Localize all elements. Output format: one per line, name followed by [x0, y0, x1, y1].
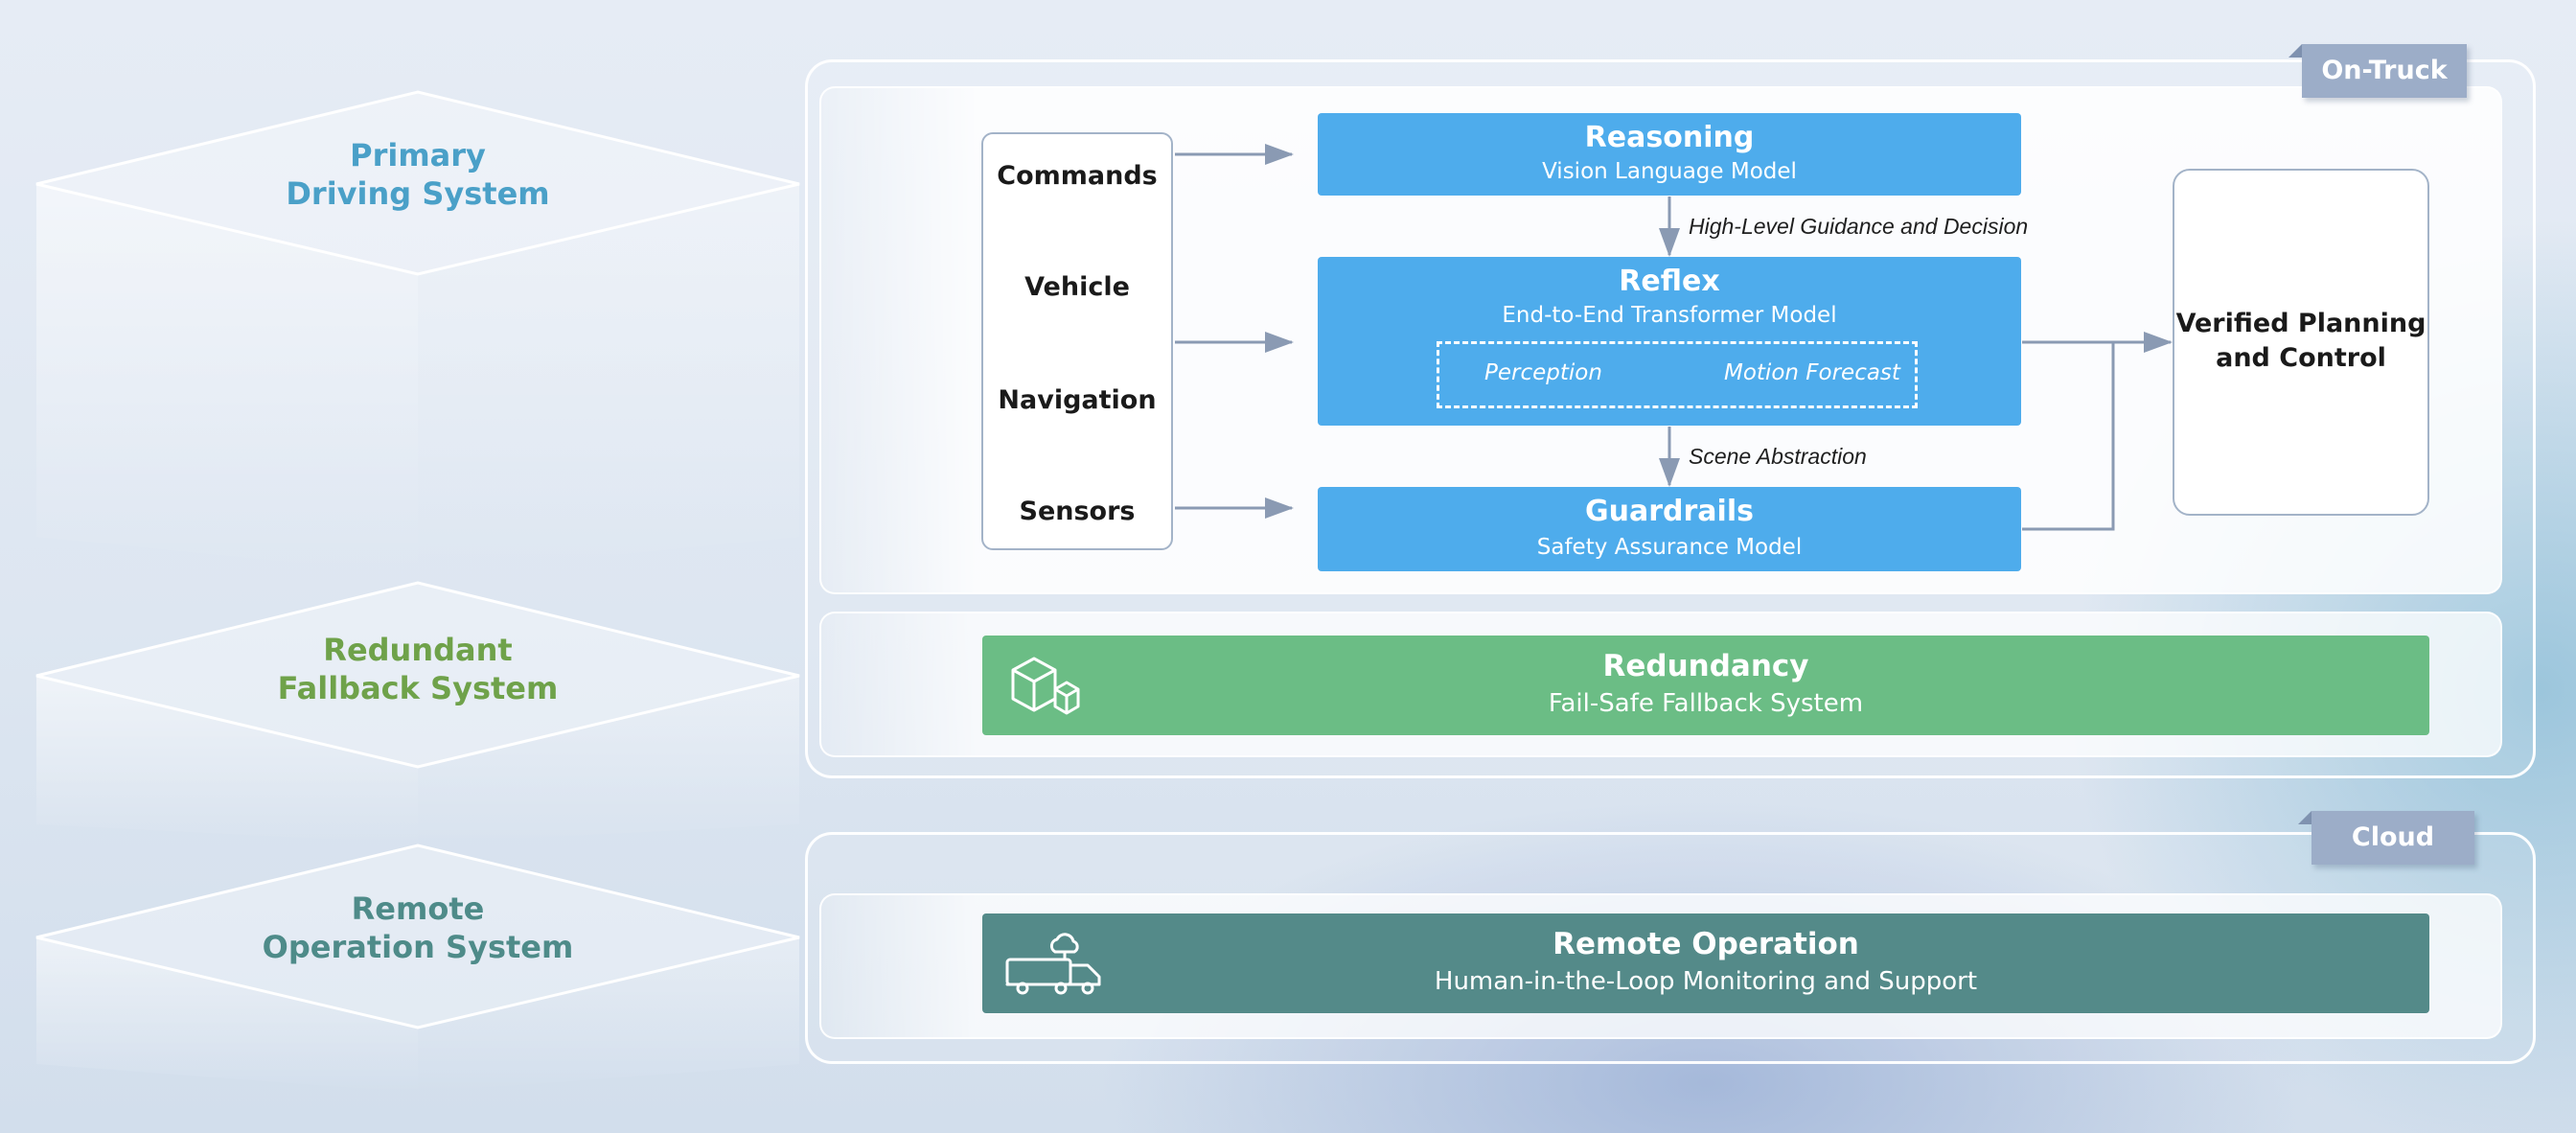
remote-title: Remote Operation: [1552, 927, 1859, 961]
edge-label-guidance: High-Level Guidance and Decision: [1689, 214, 2029, 239]
redundancy-bar: Redundancy Fail-Safe Fallback System: [982, 636, 2429, 735]
input-vehicle: Vehicle: [1024, 272, 1130, 302]
output-line1: Verified Planning: [2175, 309, 2426, 338]
reflex-box: Reflex End-to-End Transformer Model Perc…: [1318, 257, 2021, 426]
reasoning-subtitle: Vision Language Model: [1542, 159, 1797, 184]
layer-label-primary: Primary Driving System: [207, 136, 629, 213]
layer-label-remote: Remote Operation System: [207, 890, 629, 966]
layer-label-line2: Operation System: [262, 929, 574, 965]
reflex-subtitle: End-to-End Transformer Model: [1502, 303, 1837, 328]
module-motion-forecast: Motion Forecast: [1724, 360, 1900, 385]
cloud-tag: Cloud: [2312, 811, 2474, 865]
remote-operation-bar: Remote Operation Human-in-the-Loop Monit…: [982, 913, 2429, 1013]
redundancy-subtitle: Fail-Safe Fallback System: [1548, 689, 1864, 718]
input-sensors: Sensors: [1019, 497, 1136, 526]
reasoning-box: Reasoning Vision Language Model: [1318, 113, 2021, 196]
inputs-box: [981, 132, 1173, 550]
on-truck-tag: On-Truck: [2302, 44, 2467, 98]
guardrails-box: Guardrails Safety Assurance Model: [1318, 487, 2021, 571]
remote-subtitle: Human-in-the-Loop Monitoring and Support: [1434, 967, 1978, 996]
prism-remote: [34, 844, 801, 1093]
tag-fold: [2288, 44, 2302, 58]
truck-cloud-icon: [1005, 933, 1101, 995]
layer-label-line1: Remote: [351, 890, 485, 927]
reflex-modules-group: [1437, 341, 1918, 408]
module-perception: Perception: [1484, 360, 1602, 385]
input-navigation: Navigation: [998, 385, 1157, 415]
reasoning-title: Reasoning: [1584, 121, 1755, 154]
layer-label-line2: Driving System: [286, 175, 550, 212]
redundancy-title: Redundancy: [1602, 649, 1809, 683]
prism-primary: [34, 90, 801, 575]
layer-label-line2: Fallback System: [277, 670, 559, 706]
edge-label-scene: Scene Abstraction: [1689, 444, 1867, 469]
output-line2: and Control: [2216, 343, 2386, 373]
prism-redundant: [34, 581, 801, 844]
layer-label-redundant: Redundant Fallback System: [207, 631, 629, 707]
guardrails-title: Guardrails: [1585, 495, 1754, 528]
verified-planning-box: Verified Planning and Control: [2173, 169, 2429, 516]
guardrails-subtitle: Safety Assurance Model: [1536, 535, 1803, 560]
layer-label-line1: Primary: [350, 137, 486, 173]
reflex-title: Reflex: [1619, 265, 1720, 298]
layer-label-line1: Redundant: [323, 632, 513, 668]
input-commands: Commands: [997, 161, 1158, 191]
tag-fold: [2298, 811, 2312, 824]
layer-prisms: [34, 90, 801, 1093]
cubes-icon: [1011, 657, 1080, 715]
